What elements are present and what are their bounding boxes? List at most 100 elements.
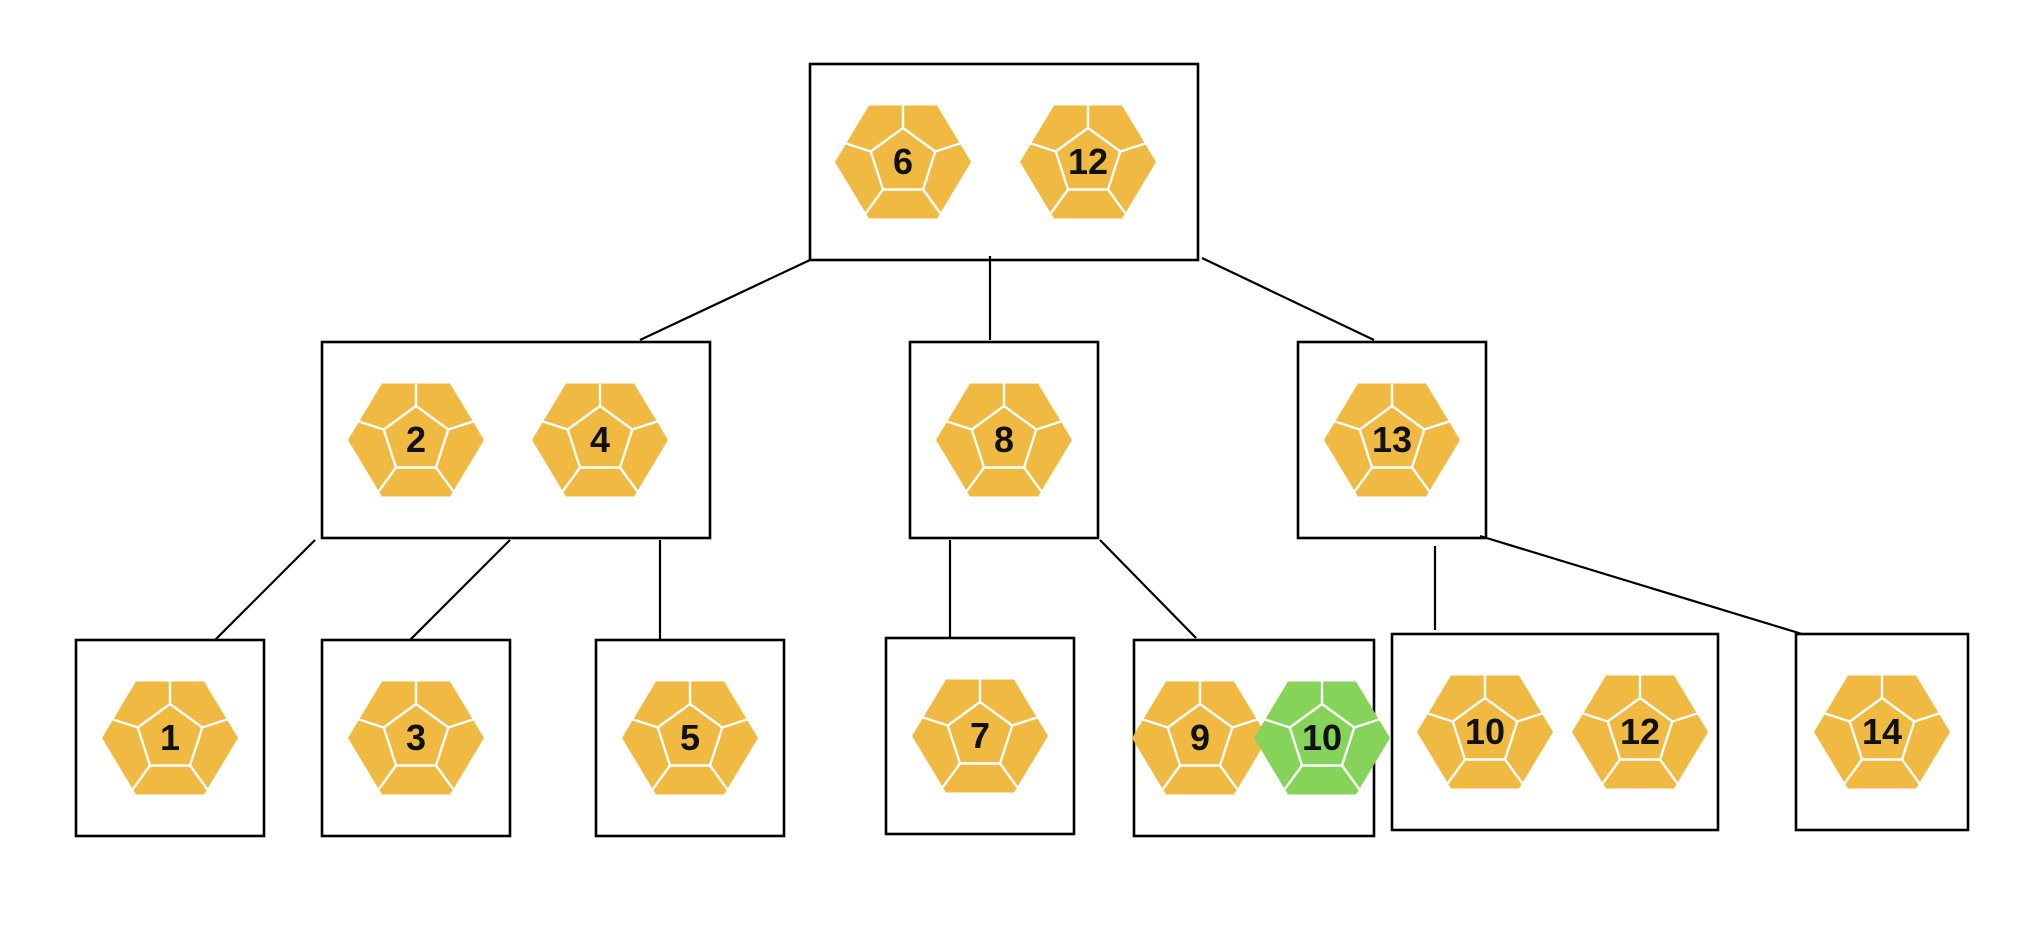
die-body xyxy=(102,681,238,795)
die-edge xyxy=(709,764,729,790)
die-label: 3 xyxy=(406,717,426,758)
die-edge xyxy=(1579,711,1609,723)
die-body xyxy=(1417,675,1553,789)
die-edge xyxy=(1035,419,1065,431)
tree-node-n-3: 3 xyxy=(320,638,512,838)
die-facet xyxy=(136,702,204,767)
edge-n-2-4-to-n-3 xyxy=(409,539,511,641)
die-edge xyxy=(631,419,661,431)
dodecahedron-die-icon: 3 xyxy=(348,674,484,795)
die-edge xyxy=(355,717,385,729)
die-edge xyxy=(377,466,397,492)
die-body xyxy=(1324,383,1460,497)
dodecahedron-die-icon: 13 xyxy=(1324,376,1460,497)
dodecahedron-die-icon: 5 xyxy=(622,674,758,795)
die-edge xyxy=(922,188,942,214)
edge-n-2-4-to-n-1 xyxy=(214,539,316,641)
tree-node-n-1: 1 xyxy=(74,638,266,838)
dodecahedron-die-icon: 12 xyxy=(1020,98,1156,219)
die-edge xyxy=(919,715,949,727)
edge-root-to-n-13 xyxy=(1201,257,1375,341)
die-edge xyxy=(131,764,151,790)
node-box xyxy=(1390,632,1720,832)
die-label: 5 xyxy=(680,717,700,758)
die-facet xyxy=(1848,696,1916,761)
die-edge xyxy=(1821,711,1851,723)
die-label: 13 xyxy=(1372,419,1412,460)
die-body xyxy=(912,679,1048,793)
die-edge xyxy=(1353,717,1383,729)
node-box xyxy=(594,638,786,838)
node-box xyxy=(884,636,1076,836)
die-body xyxy=(835,105,971,219)
die-edge xyxy=(435,466,455,492)
dodecahedron-die-icon: 10 xyxy=(1254,674,1390,795)
die-facet xyxy=(970,404,1038,469)
node-box xyxy=(1296,340,1488,540)
die-body xyxy=(622,681,758,795)
die-body xyxy=(1814,675,1950,789)
die-edge xyxy=(539,419,569,431)
tree-node-n-13: 13 xyxy=(1296,340,1488,540)
edge-n-8-to-n-9-10 xyxy=(1099,539,1197,639)
die-facet xyxy=(1166,702,1234,767)
die-facet xyxy=(1358,404,1426,469)
die-facet xyxy=(1288,702,1356,767)
die-edge xyxy=(1331,419,1361,431)
die-body xyxy=(1020,105,1156,219)
die-body xyxy=(348,681,484,795)
die-edge xyxy=(934,141,964,153)
die-label: 10 xyxy=(1465,711,1505,752)
die-edge xyxy=(1411,466,1431,492)
die-edge xyxy=(377,764,397,790)
die-edge xyxy=(1049,188,1069,214)
die-edge xyxy=(1219,764,1239,790)
tree-node-root: 6 12 xyxy=(808,62,1200,262)
die-edge xyxy=(1843,758,1863,784)
die-facet xyxy=(382,702,450,767)
tree-node-n-5: 5 xyxy=(594,638,786,838)
node-box xyxy=(320,638,512,838)
die-facet xyxy=(869,126,937,191)
die-facet xyxy=(1451,696,1519,761)
die-body xyxy=(936,383,1072,497)
dodecahedron-die-icon: 9 xyxy=(1132,674,1268,795)
die-edge xyxy=(561,466,581,492)
die-label: 12 xyxy=(1068,141,1108,182)
die-edge xyxy=(1107,188,1127,214)
die-edge xyxy=(941,762,961,788)
dodecahedron-die-icon: 6 xyxy=(835,98,971,219)
die-edge xyxy=(1261,717,1291,729)
tree-node-n-8: 8 xyxy=(908,340,1100,540)
die-facet xyxy=(656,702,724,767)
die-edge xyxy=(619,466,639,492)
die-edge xyxy=(447,419,477,431)
die-edge xyxy=(1424,711,1454,723)
die-edge xyxy=(1446,758,1466,784)
die-facet xyxy=(1606,696,1674,761)
die-edge xyxy=(943,419,973,431)
dodecahedron-die-icon: 7 xyxy=(912,672,1048,793)
die-edge xyxy=(447,717,477,729)
die-edge xyxy=(651,764,671,790)
die-edge xyxy=(842,141,872,153)
die-body xyxy=(1572,675,1708,789)
die-edge xyxy=(1341,764,1361,790)
dodecahedron-die-icon: 1 xyxy=(102,674,238,795)
die-edge xyxy=(1027,141,1057,153)
tree-node-n-14: 14 xyxy=(1794,632,1970,832)
die-edge xyxy=(1671,711,1701,723)
die-edge xyxy=(1011,715,1041,727)
die-body xyxy=(1132,681,1268,795)
die-edge xyxy=(1231,717,1261,729)
die-facet xyxy=(382,404,450,469)
dodecahedron-die-icon: 14 xyxy=(1814,668,1950,789)
node-box xyxy=(808,62,1200,262)
edge-root-to-n-2-4 xyxy=(639,259,811,341)
dodecahedron-die-icon: 8 xyxy=(936,376,1072,497)
die-edge xyxy=(864,188,884,214)
